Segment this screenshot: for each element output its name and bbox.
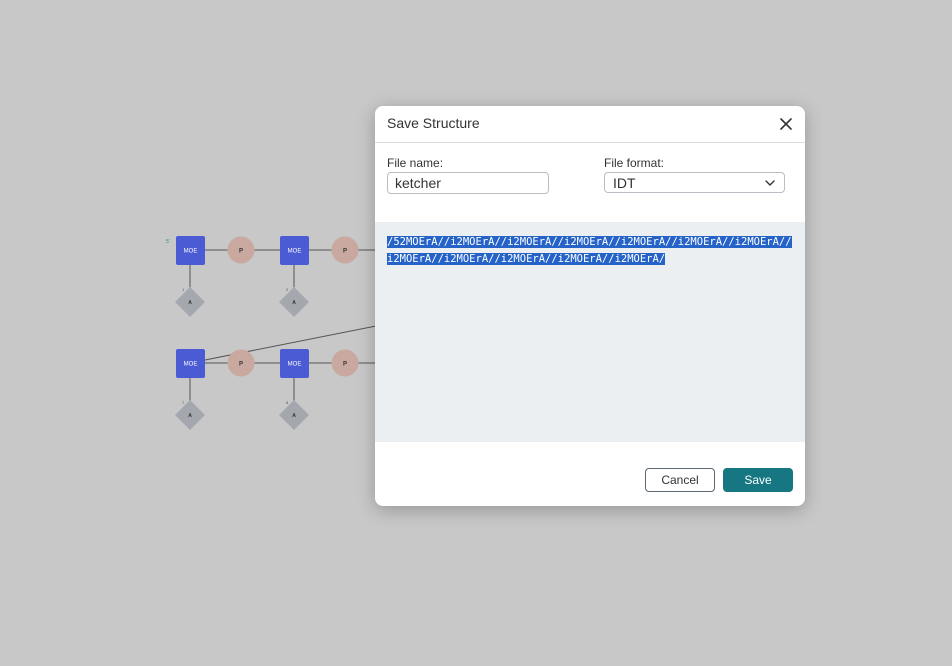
bond-lines [189, 249, 377, 415]
format-label: File format: [604, 156, 665, 170]
format-selected-value: IDT [613, 175, 636, 191]
filename-label: File name: [387, 156, 444, 170]
sugar-monomer[interactable]: MOE [176, 236, 205, 265]
svg-text:MOE: MOE [288, 249, 302, 255]
dialog-title: Save Structure [387, 115, 480, 131]
save-structure-dialog: Save Structure File name: File format: I… [375, 106, 805, 506]
svg-text:MOE: MOE [288, 362, 302, 368]
svg-text:P: P [343, 362, 347, 368]
preview-text[interactable]: /52MOErA//i2MOErA//i2MOErA//i2MOErA//i2M… [387, 234, 795, 268]
svg-text:P: P [343, 249, 347, 255]
base-monomer[interactable]: 8 A [279, 400, 309, 430]
svg-text:P: P [239, 249, 243, 255]
svg-text:8: 8 [286, 400, 289, 405]
sugar-monomer[interactable]: MOE [176, 349, 205, 378]
selected-preview-text: /52MOErA//i2MOErA//i2MOErA//i2MOErA//i2M… [387, 236, 792, 265]
phosphate-monomer[interactable]: P [331, 349, 359, 377]
sugar-monomer[interactable]: MOE [280, 236, 309, 265]
phosphate-monomer[interactable]: P [227, 236, 255, 264]
close-icon[interactable] [777, 115, 795, 133]
base-monomer[interactable]: 1 A [175, 287, 205, 317]
dialog-header: Save Structure [375, 106, 805, 143]
svg-text:A: A [292, 413, 296, 419]
file-format-select[interactable]: IDT [604, 172, 785, 193]
svg-text:7: 7 [182, 400, 185, 405]
phosphate-monomer[interactable]: P [331, 236, 359, 264]
svg-text:1: 1 [182, 287, 185, 292]
chevron-down-icon [765, 180, 775, 186]
svg-text:MOE: MOE [184, 249, 198, 255]
svg-text:A: A [292, 300, 296, 306]
cancel-button[interactable]: Cancel [645, 468, 715, 492]
svg-text:A: A [188, 300, 192, 306]
base-monomer[interactable]: 2 A [279, 287, 309, 317]
phosphate-monomer[interactable]: P [227, 349, 255, 377]
base-monomer[interactable]: 7 A [175, 400, 205, 430]
svg-text:A: A [188, 413, 192, 419]
save-button[interactable]: Save [723, 468, 793, 492]
filename-input[interactable] [387, 172, 549, 194]
structure-preview[interactable]: /52MOErA//i2MOErA//i2MOErA//i2MOErA//i2M… [375, 222, 805, 442]
svg-text:MOE: MOE [184, 362, 198, 368]
svg-text:2: 2 [286, 287, 289, 292]
sugar-monomer[interactable]: MOE [280, 349, 309, 378]
svg-text:P: P [239, 362, 243, 368]
five-prime-label: 5' [166, 239, 170, 245]
